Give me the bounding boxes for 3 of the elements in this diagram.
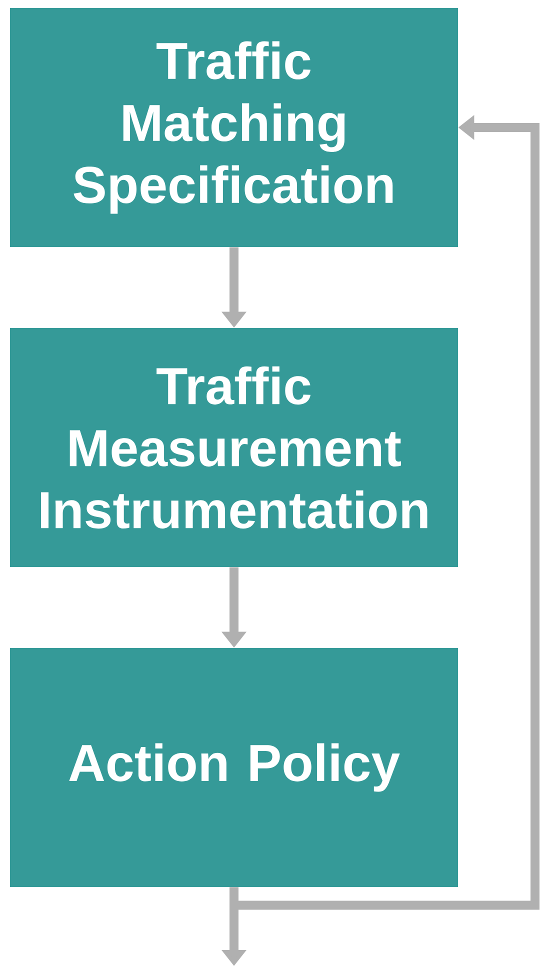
- process-box: Traffic Matching Specification: [10, 8, 458, 247]
- process-box: Action Policy: [10, 648, 458, 887]
- process-box: Traffic Measurement Instrumentation: [10, 328, 458, 567]
